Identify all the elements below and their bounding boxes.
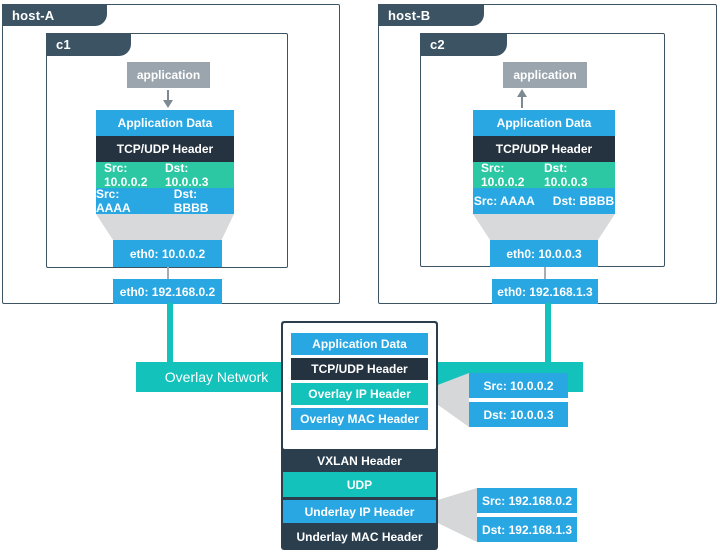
container-c2-tab: c2	[420, 33, 507, 56]
underlay-ip-dst-box: Dst: 192.168.1.3	[477, 517, 577, 542]
host-a-tab: host-A	[2, 4, 107, 26]
c1-row-application-data: Application Data	[96, 110, 234, 136]
c1-ip-src: Src: 10.0.0.2	[104, 161, 148, 189]
c2-packet-funnel	[473, 214, 615, 240]
c2-mac-src: Src: AAAA	[473, 194, 535, 208]
c1-ip-dst: Dst: 10.0.0.3	[165, 161, 209, 189]
c1-packet-funnel	[96, 214, 234, 240]
host-a-eth0-box: eth0: 192.168.0.2	[113, 279, 222, 304]
c2-eth0-connector-line	[544, 267, 546, 279]
host-b-eth0-box: eth0: 192.168.1.3	[492, 279, 598, 304]
overlay-ip-src-box: Src: 10.0.0.2	[469, 373, 568, 398]
packet-row-overlay-ip: Overlay IP Header	[291, 383, 428, 405]
c1-eth0-box: eth0: 10.0.0.2	[113, 240, 222, 267]
overlay-ip-dst-box: Dst: 10.0.0.3	[469, 402, 568, 427]
c2-row-transport-header: TCP/UDP Header	[473, 136, 615, 162]
overlay-network-label: Overlay Network	[164, 369, 269, 385]
host-b-tab: host-B	[378, 4, 484, 26]
c2-mac-dst: Dst: BBBB	[552, 194, 615, 208]
underlay-ip-callout-pointer	[438, 488, 477, 542]
c2-row-overlay-mac: Src: AAAA Dst: BBBB	[473, 188, 615, 214]
c1-mac-dst: Dst: BBBB	[173, 187, 209, 215]
c2-eth0-box: eth0: 10.0.0.3	[490, 240, 598, 267]
host-b-label: host-B	[388, 7, 431, 23]
container-c2-label: c2	[430, 37, 445, 52]
c1-arrow-down-icon	[167, 90, 169, 101]
container-c1-label: c1	[56, 37, 71, 52]
c2-arrow-up-icon	[521, 97, 523, 108]
c1-row-transport-header: TCP/UDP Header	[96, 136, 234, 162]
packet-row-underlay-ip: Underlay IP Header	[283, 500, 436, 523]
host-a-label: host-A	[12, 7, 55, 23]
container-c1-tab: c1	[46, 33, 131, 56]
c1-row-overlay-mac: Src: AAAA Dst: BBBB	[96, 187, 234, 215]
packet-row-underlay-mac: Underlay MAC Header	[296, 530, 423, 544]
c2-ip-dst: Dst: 10.0.0.3	[544, 161, 588, 189]
c2-row-overlay-ip: Src: 10.0.0.2 Dst: 10.0.0.3	[473, 161, 615, 189]
c2-ip-src: Src: 10.0.0.2	[481, 161, 525, 189]
c1-arrow-down-head-icon	[163, 100, 173, 108]
c1-mac-src: Src: AAAA	[96, 187, 131, 215]
underlay-ip-src-box: Src: 192.168.0.2	[477, 488, 577, 513]
c2-application-box: application	[503, 62, 587, 88]
c1-application-box: application	[127, 62, 210, 88]
packet-row-transport-header: TCP/UDP Header	[291, 358, 428, 380]
c2-row-application-data: Application Data	[473, 110, 615, 136]
packet-row-udp: UDP	[283, 472, 436, 497]
c1-row-overlay-ip: Src: 10.0.0.2 Dst: 10.0.0.3	[96, 161, 234, 189]
packet-row-overlay-mac: Overlay MAC Header	[291, 408, 428, 430]
c1-eth0-connector-line	[167, 267, 169, 279]
host-b-overlay-link-line	[545, 303, 551, 362]
host-a-overlay-link-line	[167, 303, 173, 362]
packet-row-vxlan-header: VXLAN Header	[317, 454, 402, 468]
packet-row-application-data: Application Data	[291, 333, 428, 355]
c2-arrow-up-head-icon	[517, 89, 527, 97]
